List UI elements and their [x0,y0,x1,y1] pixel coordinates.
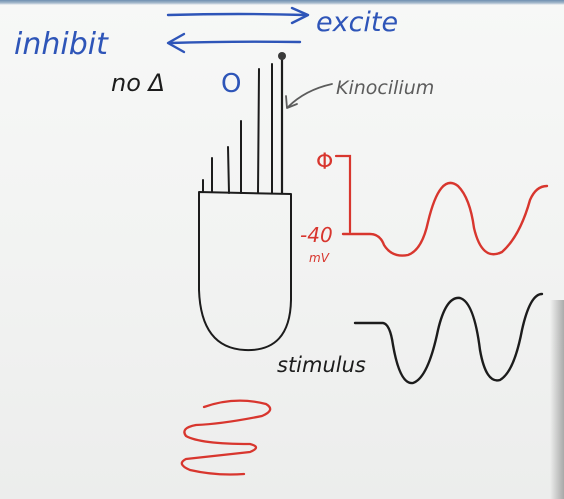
whiteboard-frame-edge [0,0,564,5]
kinocilium-pointer-head [285,95,298,109]
stereocilium [257,68,260,194]
stereocilium [227,146,230,194]
kinocilium-tip [278,52,286,60]
kinocilium-label: Kinocilium [336,77,434,99]
membrane-potential-trace [341,181,549,257]
excite-arrowhead [290,6,310,25]
mv-unit-label: mV [309,251,330,265]
stimulus-label: stimulus [277,353,366,377]
inhibit-arrow [168,40,302,45]
red-zigzag-scribble [180,399,272,476]
stereocilia-bundle [202,63,273,194]
zero-mv-label: Φ [316,150,333,175]
whiteboard-edge-shadow [550,300,564,499]
inhibit-label: inhibit [14,27,109,62]
excite-label: excite [316,7,398,38]
stimulus-trace [353,292,544,385]
excite-arrow [166,12,307,17]
zero-mark: O [221,69,241,99]
hair-cell-body [198,191,292,352]
minus-40-label: -40 [300,223,333,247]
no-change-label: no Δ [111,69,165,97]
zero-mv-tick [334,154,352,234]
kinocilium-pointer [287,83,333,108]
inhibit-arrowhead [166,32,186,54]
